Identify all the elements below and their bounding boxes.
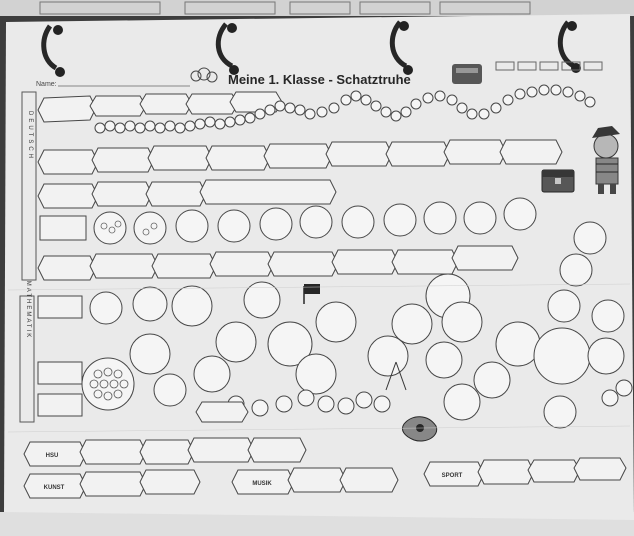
treasure-chest-icon — [541, 169, 575, 193]
mathematik-sidebar — [19, 295, 35, 423]
math-circles — [89, 221, 625, 429]
pirate-flag-icon — [303, 284, 320, 304]
math-big-dot-circle — [81, 357, 135, 411]
poster-title: Meine 1. Klasse - Schatztruhe — [228, 72, 411, 87]
top-strip-boxes — [39, 1, 531, 15]
bottom-row1-hexagons — [23, 437, 307, 467]
deutsch-row1-hexagons — [37, 91, 283, 123]
header-checkboxes — [495, 61, 603, 71]
sport-label: SPORT — [442, 473, 463, 479]
deutsch-row2-hexagons — [37, 139, 563, 175]
heu-label: HSU — [46, 453, 59, 459]
deutsch-row3-hexagons — [37, 179, 337, 209]
header-clouds — [190, 67, 218, 83]
musik-hexagons — [231, 467, 399, 495]
poster-grid — [7, 283, 631, 433]
pirate-icon — [592, 126, 620, 194]
bottom-row2-hexagons — [23, 469, 201, 499]
treasure-chest-top-icon — [452, 64, 482, 84]
deutsch-label: DEUTSCH — [27, 111, 33, 161]
math-row-boxes — [37, 295, 83, 417]
deutsch-circle-details — [100, 220, 158, 236]
deutsch-row5-hexagons — [37, 245, 519, 281]
deutsch-sidebar — [21, 91, 37, 281]
sport-hexagons — [423, 457, 627, 487]
name-label: Name: — [36, 81, 57, 88]
binder-rings — [41, 20, 576, 71]
math-hexagon — [195, 401, 249, 423]
ring-holes — [53, 21, 581, 77]
easel-icon — [385, 361, 407, 391]
mathematik-label: MATHEMATIK — [25, 281, 31, 339]
sea-creature-icon — [401, 416, 438, 442]
top-strip — [0, 0, 634, 16]
deutsch-row4-circles — [39, 197, 537, 245]
musik-label: MUSIK — [252, 481, 272, 487]
deutsch-circle-chain — [94, 84, 596, 134]
kunst-label: KUNST — [44, 485, 65, 491]
